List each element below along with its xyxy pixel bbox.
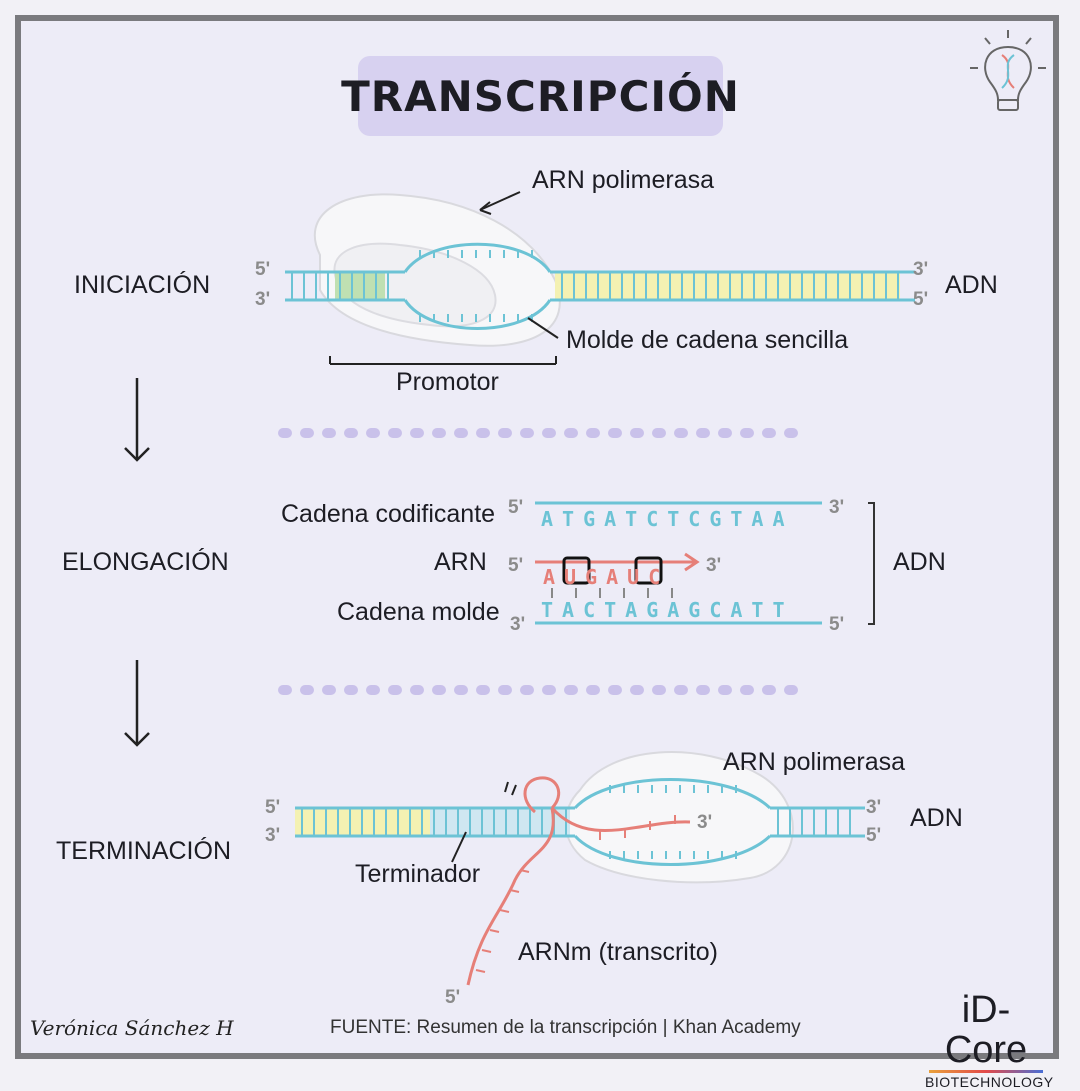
terminator-label: Terminador <box>355 860 481 888</box>
stage-initiation: INICIACIÓN <box>74 271 211 299</box>
brand-subtitle: BIOTECHNOLOGY <box>925 1074 1054 1090</box>
termination-dna-label: ADN <box>910 804 963 832</box>
termination-bottom-right-prime: 5' <box>866 825 882 846</box>
termination-top-left-prime: 5' <box>265 797 281 818</box>
brand-logo: iD-Core BIOTECHNOLOGY <box>925 989 1054 1091</box>
initiation-polymerase-label: ARN polimerasa <box>532 166 715 194</box>
termination-polymerase-label: ARN polimerasa <box>723 748 906 776</box>
rna-label: ARN <box>434 548 487 576</box>
coding-sequence: ATGATCTCGTAA <box>541 507 794 531</box>
initiation-top-left-prime: 5' <box>255 259 271 280</box>
rna-5-prime: 5' <box>508 555 524 576</box>
template-strand-label: Cadena molde <box>337 598 500 626</box>
stage-termination: TERMINACIÓN <box>56 837 231 865</box>
termination-top-right-prime: 3' <box>866 797 882 818</box>
rna-3-prime: 3' <box>706 555 722 576</box>
elongation-dna-label: ADN <box>893 548 946 576</box>
title-box: TRANSCRIPCIÓN <box>341 56 739 136</box>
initiation-dna-label: ADN <box>945 271 998 299</box>
initiation-top-right-prime: 3' <box>913 259 929 280</box>
brand-name: iD-Core <box>944 989 1028 1071</box>
coding-strand-label: Cadena codificante <box>281 500 496 528</box>
author-signature: Verónica Sánchez H <box>30 1016 234 1040</box>
coding-3-prime: 3' <box>829 497 845 518</box>
rna-sequence: AUGAUC <box>543 565 670 589</box>
template-sequence: TACTAGAGCATT <box>541 598 794 622</box>
source-footer: FUENTE: Resumen de la transcripción | Kh… <box>330 1017 801 1038</box>
termination-bottom-left-prime: 3' <box>265 825 281 846</box>
stage-elongation: ELONGACIÓN <box>62 548 229 576</box>
template-5-prime: 5' <box>829 614 845 635</box>
promoter-label: Promotor <box>396 368 499 396</box>
initiation-bottom-right-prime: 5' <box>913 289 929 310</box>
coding-5-prime: 5' <box>508 497 524 518</box>
mrna-transcript-label: ARNm (transcrito) <box>518 938 719 966</box>
termination-rna-5-prime: 5' <box>445 987 461 1008</box>
page-title: TRANSCRIPCIÓN <box>341 71 740 121</box>
initiation-bottom-left-prime: 3' <box>255 289 271 310</box>
termination-rna-3-prime: 3' <box>697 812 713 833</box>
brand-color-bar <box>929 1070 1043 1073</box>
template-single-strand-label: Molde de cadena sencilla <box>566 326 849 354</box>
template-3-prime: 3' <box>510 614 526 635</box>
